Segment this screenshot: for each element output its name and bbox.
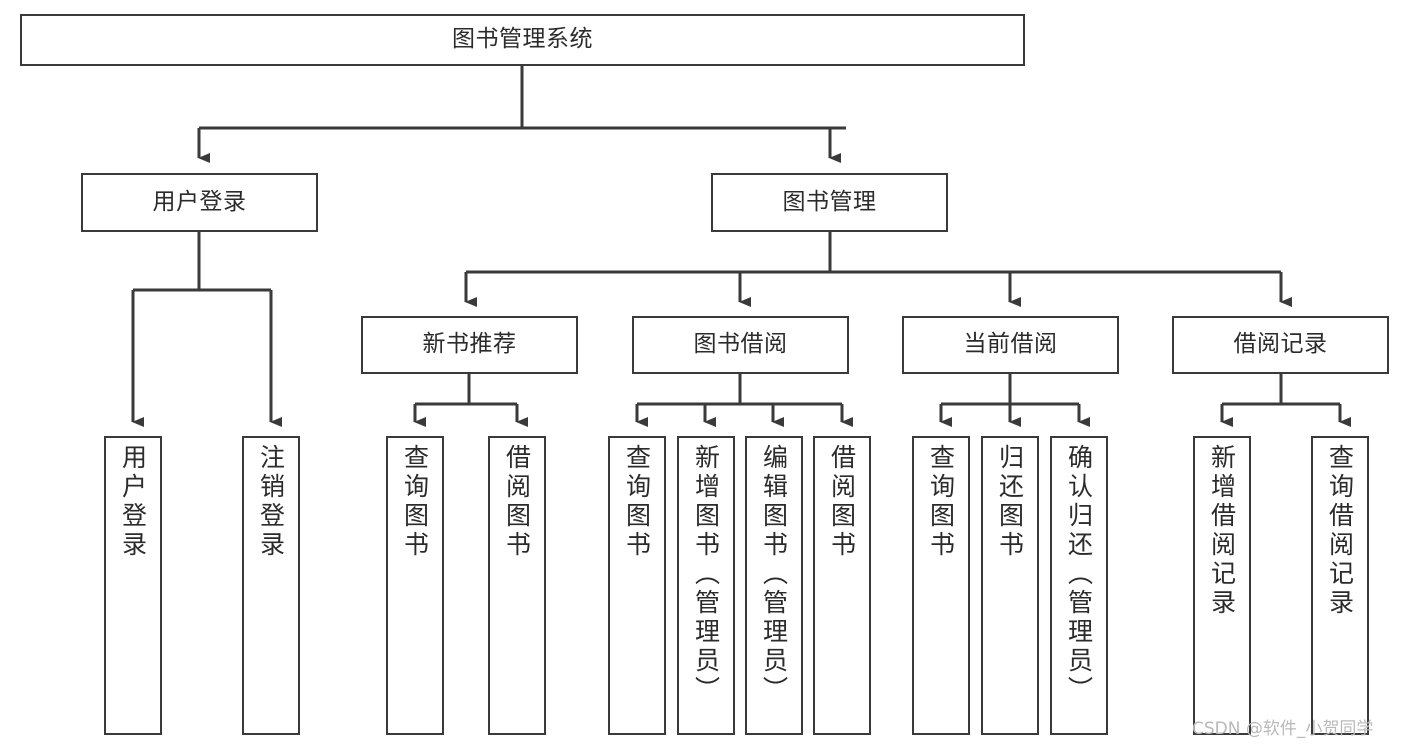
leaf-query-book-2[interactable]: 查询图书 — [608, 436, 666, 735]
leaf-add-record[interactable]: 新增借阅记录 — [1193, 436, 1251, 735]
leaf-query-book-1[interactable]: 查询图书 — [386, 436, 444, 735]
node-label: 查询图书 — [926, 444, 956, 560]
node-label: 借阅图书 — [827, 444, 857, 560]
node-label: 图书管理 — [782, 188, 877, 215]
node-label: 新增图书（管理员） — [691, 444, 721, 705]
node-book-management[interactable]: 图书管理 — [711, 173, 948, 232]
leaf-confirm-return[interactable]: 确认归还（管理员） — [1050, 436, 1108, 735]
node-user-login[interactable]: 用户登录 — [81, 173, 318, 232]
leaf-user-logout[interactable]: 注销登录 — [242, 436, 300, 735]
node-borrow-record[interactable]: 借阅记录 — [1172, 316, 1389, 374]
node-label: 图书管理系统 — [452, 26, 593, 53]
node-label: 借阅图书 — [502, 444, 532, 560]
node-current-borrow[interactable]: 当前借阅 — [902, 316, 1119, 374]
leaf-borrow-book-2[interactable]: 借阅图书 — [813, 436, 871, 735]
node-root-book-management-system[interactable]: 图书管理系统 — [20, 14, 1025, 66]
node-label: 归还图书 — [995, 444, 1025, 560]
leaf-return-book[interactable]: 归还图书 — [981, 436, 1039, 735]
node-label: 当前借阅 — [963, 331, 1058, 358]
node-label: 新书推荐 — [422, 331, 517, 358]
node-label: 用户登录 — [118, 444, 148, 560]
leaf-add-book[interactable]: 新增图书（管理员） — [677, 436, 735, 735]
node-label: 用户登录 — [152, 188, 247, 215]
node-label: 查询借阅记录 — [1325, 444, 1355, 618]
leaf-edit-book[interactable]: 编辑图书（管理员） — [745, 436, 803, 735]
node-label: 借阅记录 — [1233, 331, 1328, 358]
node-new-book-recommend[interactable]: 新书推荐 — [361, 316, 578, 374]
leaf-query-record[interactable]: 查询借阅记录 — [1311, 436, 1369, 735]
node-label: 编辑图书（管理员） — [759, 444, 789, 705]
node-label: 查询图书 — [622, 444, 652, 560]
leaf-borrow-book-1[interactable]: 借阅图书 — [488, 436, 546, 735]
node-label: 图书借阅 — [693, 331, 788, 358]
node-label: 注销登录 — [256, 444, 286, 560]
node-label: 新增借阅记录 — [1207, 444, 1237, 618]
node-book-borrow[interactable]: 图书借阅 — [632, 316, 849, 374]
node-label: 确认归还（管理员） — [1064, 444, 1094, 705]
csdn-watermark: CSDN @软件_小贺同学 — [1192, 719, 1374, 739]
leaf-query-book-3[interactable]: 查询图书 — [912, 436, 970, 735]
leaf-user-login[interactable]: 用户登录 — [104, 436, 162, 735]
node-label: 查询图书 — [400, 444, 430, 560]
